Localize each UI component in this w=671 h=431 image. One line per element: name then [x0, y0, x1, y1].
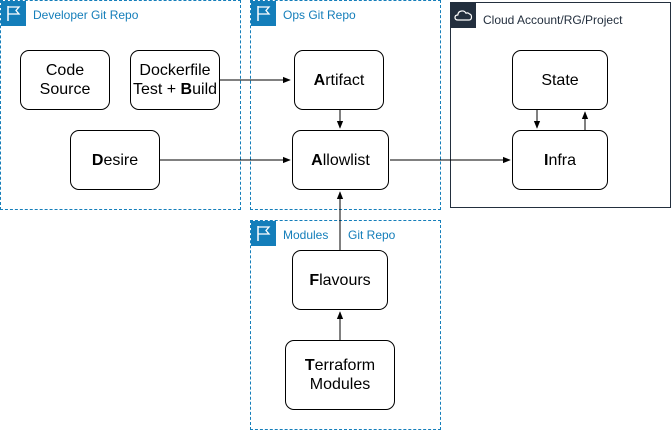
- flag-icon: [1, 1, 26, 26]
- allowlist-bold: A: [311, 151, 323, 169]
- node-state[interactable]: State: [512, 50, 608, 110]
- terraform-bold: T: [304, 357, 315, 374]
- artifact-rest: rtifact: [325, 71, 365, 89]
- node-dockerfile[interactable]: Dockerfile Test + Build: [130, 50, 220, 110]
- cloud-icon: [451, 3, 476, 28]
- node-flavours[interactable]: Flavours: [292, 250, 388, 310]
- ops-git-repo-group: Ops Git Repo: [250, 0, 441, 210]
- dockerfile-line2-bold: B: [180, 81, 193, 98]
- modules-label: Modules: [283, 228, 329, 242]
- infra-rest: nfra: [548, 151, 577, 169]
- dockerfile-line1: Dockerfile: [139, 62, 211, 79]
- node-artifact[interactable]: Artifact: [294, 50, 384, 110]
- node-infra[interactable]: Infra: [512, 130, 608, 190]
- allowlist-rest: llowlist: [322, 151, 370, 169]
- terraform-rest: erraform: [314, 357, 376, 374]
- developer-git-repo-group: Developer Git Repo: [0, 0, 241, 210]
- modules-git-repo-label: Git Repo: [348, 228, 396, 242]
- infra-bold: I: [543, 151, 549, 169]
- ops-git-repo-label: Ops Git Repo: [283, 8, 356, 22]
- node-allowlist[interactable]: Allowlist: [292, 130, 389, 190]
- node-desire[interactable]: Desire: [70, 130, 160, 190]
- flag-icon: [251, 221, 276, 246]
- flavours-rest: lavours: [319, 271, 371, 289]
- node-terraform-modules[interactable]: Terraform Modules: [285, 340, 395, 410]
- modules-git-repo-group: Modules Git Repo: [250, 220, 441, 430]
- node-code-source[interactable]: Code Source: [20, 50, 110, 110]
- flavours-bold: F: [309, 271, 320, 289]
- desire-rest: esire: [103, 151, 139, 169]
- dockerfile-line2-rest: uild: [192, 81, 218, 98]
- artifact-bold: A: [313, 71, 326, 89]
- code-source-line2: Source: [39, 81, 91, 98]
- desire-bold: D: [91, 151, 104, 169]
- flag-icon: [251, 1, 276, 26]
- code-source-line1: Code: [45, 62, 85, 79]
- dockerfile-line2-prefix: Test +: [132, 81, 181, 98]
- terraform-line2: Modules: [309, 376, 371, 393]
- developer-git-repo-label: Developer Git Repo: [33, 8, 139, 22]
- state-label: State: [541, 71, 579, 89]
- cloud-account-label: Cloud Account/RG/Project: [483, 13, 623, 27]
